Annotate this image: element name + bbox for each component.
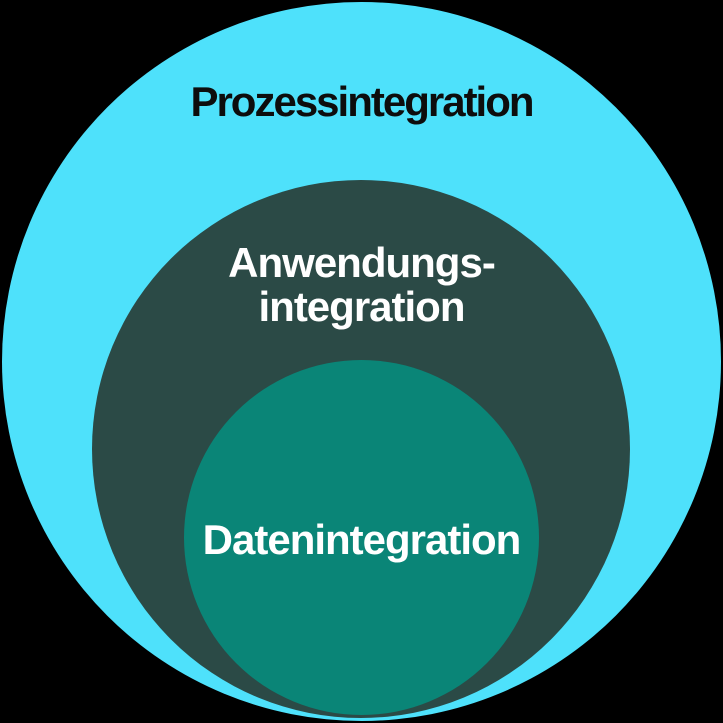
label-anwendungsintegration-line1: Anwendungs- — [228, 239, 496, 286]
label-prozessintegration: Prozessintegration — [190, 78, 534, 125]
label-datenintegration: Datenintegration — [202, 516, 522, 563]
label-anwendungsintegration-line2: integration — [258, 283, 466, 330]
label-anwendungsintegration: Anwendungs- integration — [0, 241, 723, 329]
inner-circle-datenintegration — [184, 360, 539, 715]
